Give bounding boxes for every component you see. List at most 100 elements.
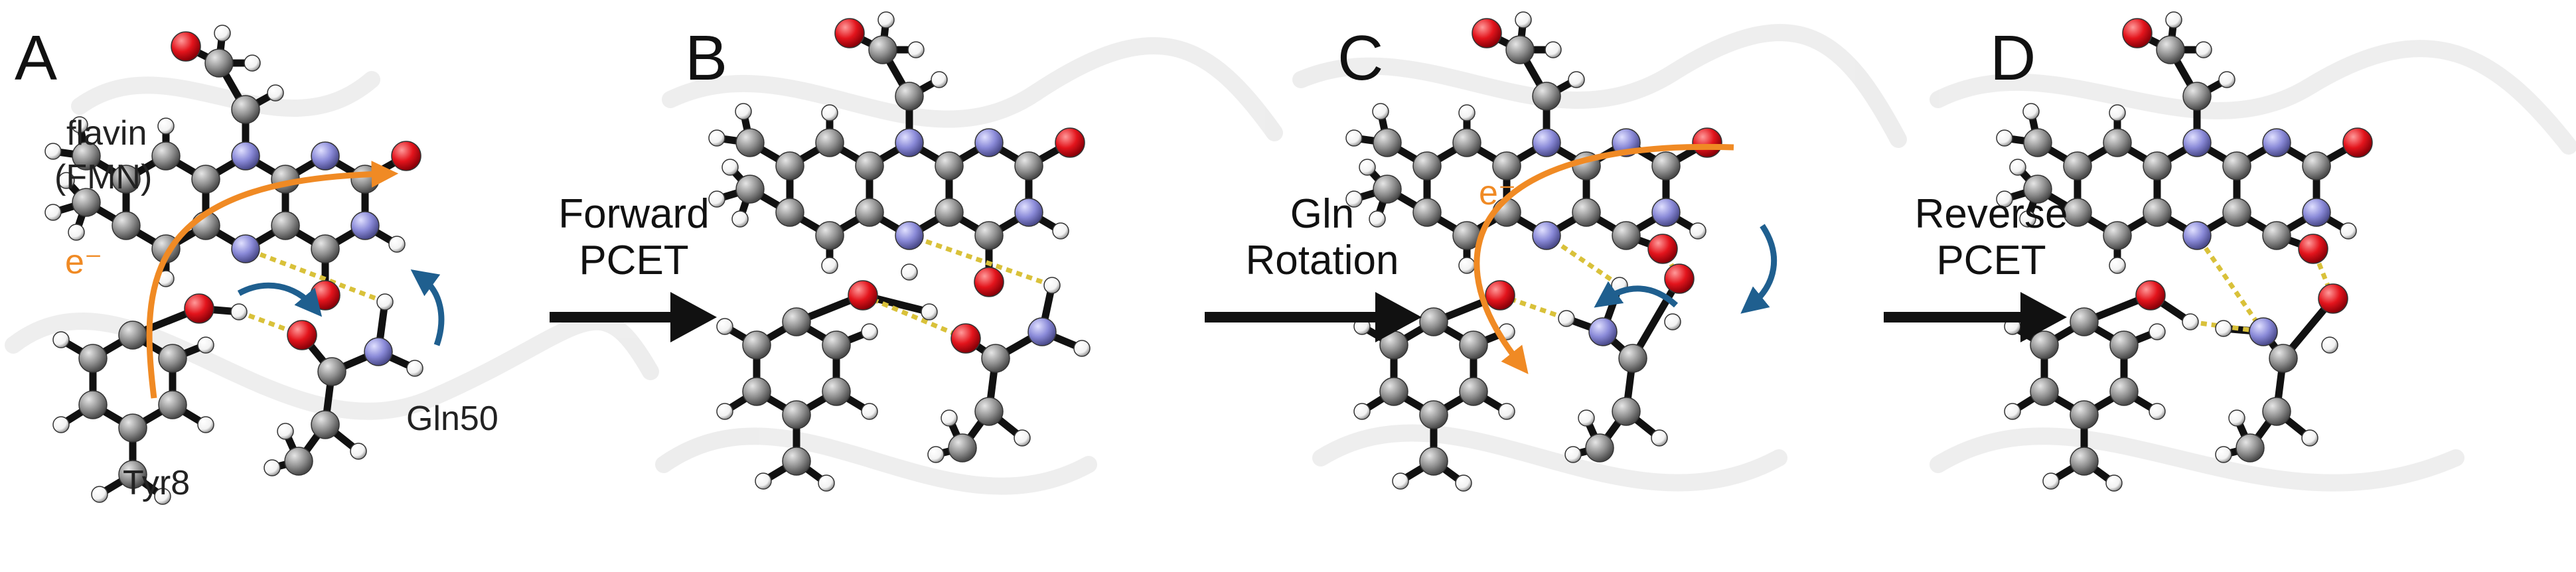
carbon-atom (895, 82, 924, 111)
carbon-atom (158, 390, 187, 419)
nitrogen-atom (2182, 128, 2212, 157)
carbon-atom (822, 377, 851, 406)
carbon-atom (2222, 151, 2251, 180)
carbon-atom (118, 413, 147, 443)
protein-background (5, 24, 2576, 495)
carbon-atom (1651, 151, 1681, 180)
carbon-atom (1419, 447, 1448, 476)
carbon-atom (2023, 175, 2052, 204)
carbon-atom (868, 35, 897, 64)
bond (1629, 275, 1683, 362)
hydrogen-atom (71, 116, 88, 133)
hydrogen-atom (1689, 222, 1706, 240)
oxygen-atom (391, 141, 421, 171)
hydrogen-atom (52, 331, 70, 348)
carbon-atom (1612, 397, 1641, 426)
hydrogen-atom (1043, 277, 1061, 294)
hydrogen-atom (755, 472, 772, 490)
hydrogen-bond (2195, 234, 2265, 333)
carbon-atom (782, 447, 811, 476)
carbon-atom (935, 198, 964, 227)
electron-transfer-arrow-c (1474, 143, 1734, 374)
carbon-atom (112, 211, 141, 240)
carbon-atom (1492, 151, 1521, 180)
oxygen-atom (950, 323, 981, 354)
hydrogen-atom (214, 25, 231, 42)
carbon-atom (78, 390, 108, 419)
carbon-atom (2222, 198, 2251, 227)
carbon-atom (1459, 377, 1488, 406)
hydrogen-atom (1359, 159, 1376, 176)
hydrogen-atom (52, 416, 70, 433)
carbon-atom (935, 151, 964, 180)
hydrogen-atom (2105, 474, 2123, 492)
fmn-label: (FMN) (54, 158, 152, 196)
carbon-atom (2235, 433, 2265, 463)
nitrogen-atom (895, 221, 924, 250)
carbon-atom (2156, 35, 2185, 64)
nitrogen-atom (1532, 128, 1561, 157)
hydrogen-atom (2321, 336, 2338, 354)
carbon-atom (72, 141, 101, 171)
hydrogen-atom (1558, 310, 1575, 327)
hydrogen-atom (2149, 323, 2166, 340)
carbon-atom (822, 330, 851, 360)
hydrogen-atom (2042, 472, 2060, 490)
carbon-atom (1505, 35, 1535, 64)
tyr8-label: Tyr8 (123, 464, 190, 502)
oxygen-atom (310, 280, 341, 311)
hydrogen-atom (1564, 446, 1582, 463)
hydrogen-atom (1353, 403, 1371, 420)
carbon-atom (350, 165, 380, 194)
nitrogen-atom (231, 234, 260, 263)
hydrogen-atom (861, 323, 878, 340)
hydrogen-atom (927, 446, 945, 463)
carbon-atom (1419, 307, 1448, 336)
hydrogen-atom (376, 293, 394, 311)
carbon-atom (151, 141, 181, 171)
nitrogen-atom (311, 141, 340, 171)
nitrogen-atom (231, 141, 260, 171)
proton-arrow-c-left (1594, 281, 1679, 308)
hydrogen-atom (230, 303, 248, 321)
oxygen-atom (184, 293, 214, 324)
hydrogen-atom (267, 84, 284, 102)
carbon-atom (782, 307, 811, 336)
hydrogen-atom (2004, 403, 2021, 420)
hydrogen-atom (2218, 71, 2235, 88)
carbon-atom (1412, 198, 1442, 227)
hydrogen-atom (91, 486, 108, 503)
hydrogen-bond (244, 246, 386, 305)
hydrogen-atom (861, 403, 878, 420)
hydrogen-atom (68, 224, 85, 241)
step-forward-line2: PCET (579, 238, 688, 283)
panel-letter-d: D (1990, 23, 2036, 94)
hydrogen-bond (1545, 234, 1621, 287)
panel-letter-c: C (1337, 23, 1383, 94)
step-rotation-line1: Gln (1290, 191, 1354, 237)
nitrogen-atom (1014, 198, 1043, 227)
carbon-atom (782, 400, 811, 429)
carbon-atom (2070, 307, 2099, 336)
hydrogen-atom (406, 360, 423, 377)
hydrogen-atom (2165, 11, 2182, 29)
carbon-atom (1612, 221, 1641, 250)
carbon-atom (2103, 221, 2132, 250)
oxygen-atom (2342, 127, 2373, 158)
step-reverse-pcet: Reverse PCET (1884, 191, 2068, 342)
carbon-atom (2109, 330, 2139, 360)
nitrogen-atom (2182, 221, 2212, 250)
hydrogen-atom (821, 257, 838, 274)
hydrogen-atom (821, 104, 838, 121)
nitrogen-atom (350, 211, 380, 240)
panel-letter-b: B (685, 23, 727, 94)
carbon-atom (742, 377, 771, 406)
hydrogen-atom (58, 172, 75, 189)
carbon-atom (2302, 151, 2331, 180)
step-forward-line1: Forward (558, 191, 709, 237)
hydrogen-atom (1052, 222, 1069, 240)
hydrogen-atom (2019, 210, 2036, 228)
carbon-atom (2182, 82, 2212, 111)
hydrogen-atom (716, 403, 733, 420)
hydrogen-atom (1372, 103, 1389, 120)
